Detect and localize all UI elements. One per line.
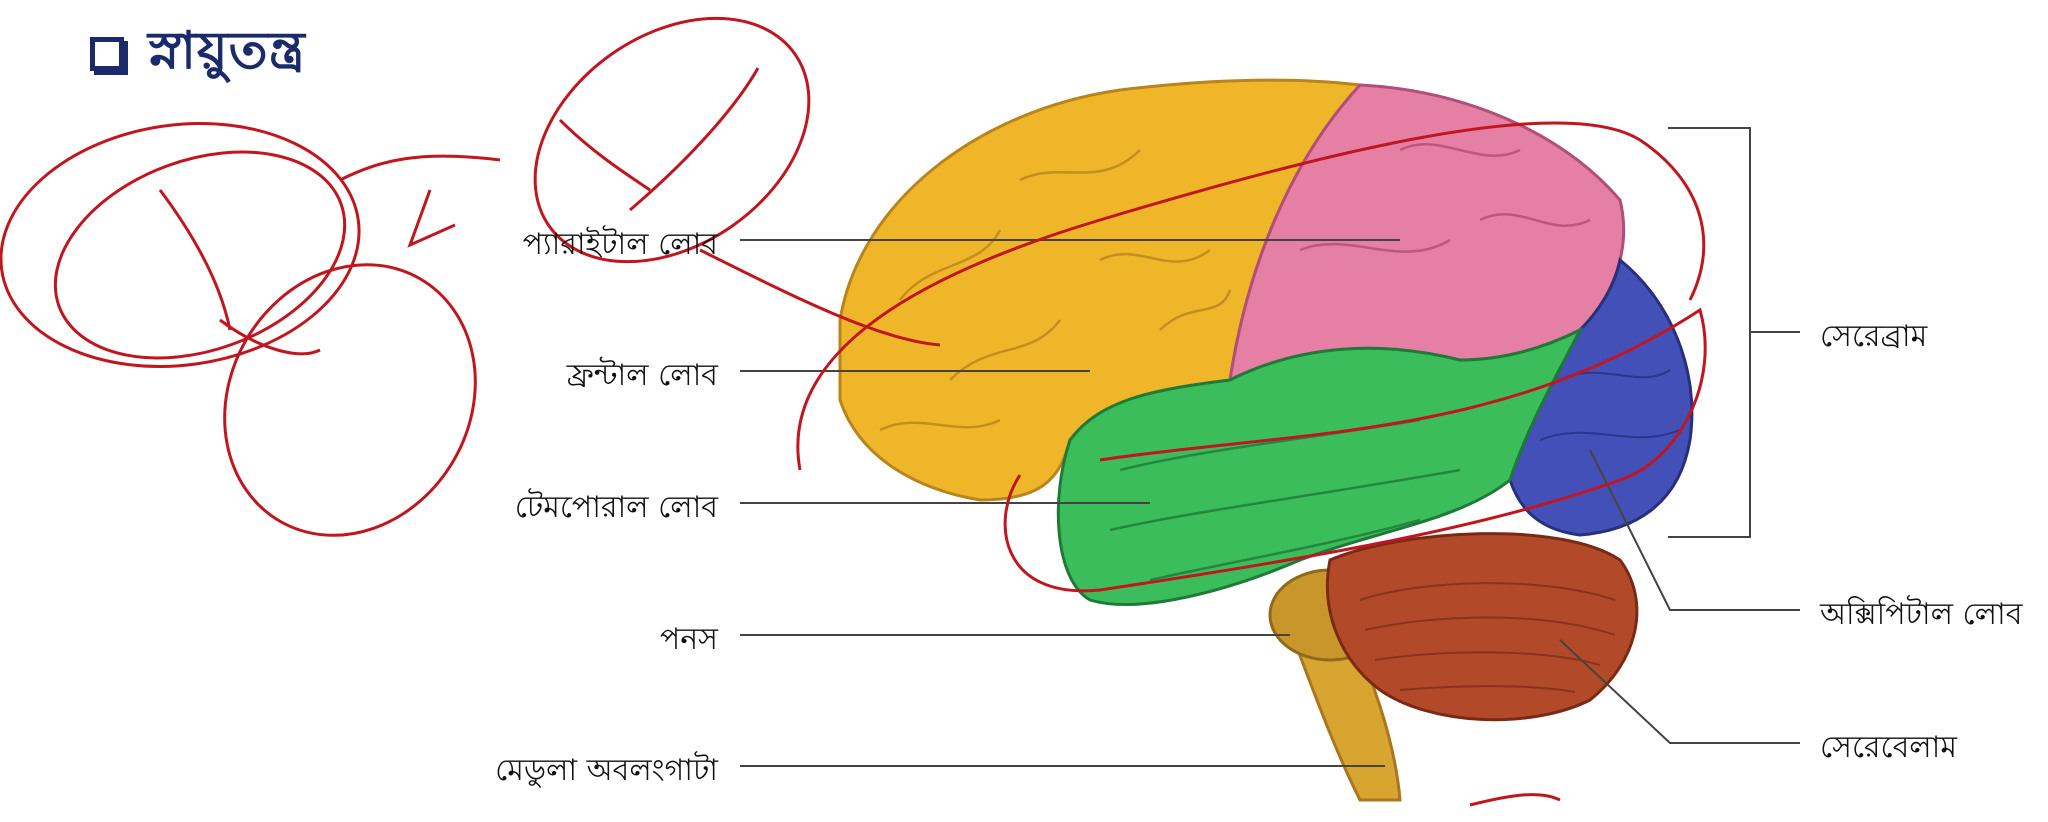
label-medulla-oblongata: মেডুলা অবলংগাটা: [495, 746, 718, 797]
label-pons: পনস: [660, 615, 718, 666]
label-parietal-lobe: প্যারাইটাল লোব: [523, 220, 718, 271]
label-frontal-lobe: ফ্রন্টাল লোব: [567, 351, 718, 402]
label-temporal-lobe: টেমপোরাল লোব: [515, 483, 718, 534]
label-cerebellum: সেরেবেলাম: [1820, 723, 1957, 774]
label-occipital-lobe: অক্সিপিটাল লোব: [1820, 590, 2022, 641]
label-cerebrum: সেরেব্রাম: [1820, 312, 1927, 363]
